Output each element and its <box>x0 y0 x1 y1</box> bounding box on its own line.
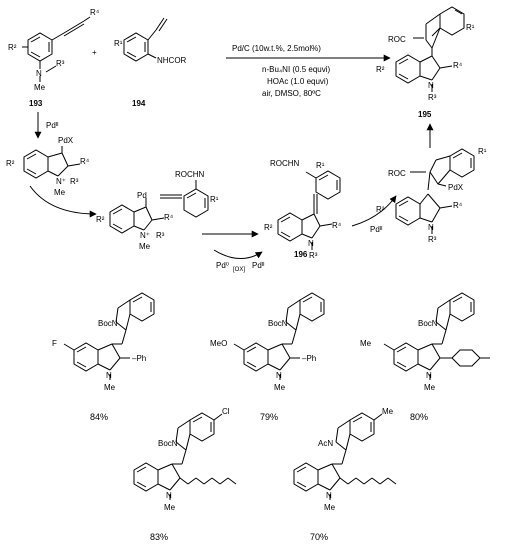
n-methyl-label: Me <box>324 503 336 512</box>
n-label: N <box>426 371 432 380</box>
n-methyl-label: Me <box>104 383 116 392</box>
rochn-label: ROCHN <box>270 159 300 168</box>
protecting-group-label: BocN <box>418 319 438 328</box>
yield-label: 83% <box>150 532 168 542</box>
r2-label: R² <box>264 223 273 232</box>
r4-label: R⁴ <box>90 8 100 17</box>
compound-196-structure <box>277 170 341 250</box>
r1-label: R¹ <box>478 147 487 156</box>
ring-substituent-label: F <box>52 339 57 348</box>
r4-label: R⁴ <box>164 213 174 222</box>
r1-label: R¹ <box>466 23 475 32</box>
cyclization-arrow <box>351 195 397 227</box>
n-label: N <box>428 223 434 232</box>
r2-label: R² <box>376 205 385 214</box>
example-product: BocN N Me –Ph MeO 79% <box>210 292 325 422</box>
r4-label: R⁴ <box>332 221 342 230</box>
substrate-scope: BocNNMe–PhF84%BocNNMe–PhMeO79%BocNNMeMe8… <box>52 292 490 542</box>
condition-solvent: air, DMSO, 80ºC <box>262 89 321 98</box>
r3-label: R³ <box>428 235 437 244</box>
yield-label: 84% <box>90 412 108 422</box>
yield-label: 79% <box>260 412 278 422</box>
r3-label: R³ <box>70 177 79 186</box>
pd-label: Pd <box>137 191 147 200</box>
condition-catalyst: Pd/C (10w.t.%, 2.5mol%) <box>232 44 321 53</box>
pd-ii-label: Pdᴵᴵ <box>370 225 382 234</box>
n-methyl-label: Me <box>274 383 286 392</box>
condition-acid: HOAc (1.0 equvi) <box>267 77 329 86</box>
pdx-label: PdX <box>58 136 74 145</box>
r1-label: R¹ <box>316 161 325 170</box>
r2-label: R² <box>6 159 15 168</box>
r3-label: R³ <box>428 93 437 102</box>
ring-substituent-label: Me <box>360 339 372 348</box>
compound-193-structure <box>22 16 91 82</box>
r1-label: R¹ <box>114 39 123 48</box>
example-product: BocN ClN Me 83% <box>133 407 237 542</box>
pdx-label: PdX <box>448 183 464 192</box>
r2-label: R² <box>8 43 17 52</box>
r3-label: R³ <box>156 231 165 240</box>
n-plus-label: N⁺ <box>56 177 66 186</box>
me-label: Me <box>34 83 46 92</box>
n-label: N <box>428 81 434 90</box>
r4-label: R⁴ <box>453 201 463 210</box>
protecting-group-label: BocN <box>268 319 288 328</box>
pd-ii-label: Pdᴵᴵ <box>46 121 58 130</box>
pd-ii-label: Pdᴵᴵ <box>252 261 264 270</box>
r2-label: R² <box>376 65 385 74</box>
substituent-label: Me <box>382 407 394 416</box>
n-methyl-label: Me <box>424 383 436 392</box>
r3-label: R³ <box>56 59 65 68</box>
r3-label: R³ <box>309 251 318 260</box>
n-label: N <box>276 371 282 380</box>
ox-label: [OX] <box>233 267 245 273</box>
r4-label: R⁴ <box>453 61 463 70</box>
r1-label: R¹ <box>210 195 219 204</box>
n-plus-label: N⁺ <box>140 231 150 240</box>
compound-number-195: 195 <box>418 110 432 119</box>
yield-label: 80% <box>410 412 428 422</box>
intermediate-n-pdx <box>395 148 475 234</box>
condition-additive: n-Bu₄NI (0.5 equvi) <box>262 65 331 74</box>
substituent-label: Cl <box>222 407 230 416</box>
n-methyl-label: Me <box>164 503 176 512</box>
pd0-label: Pd⁰ <box>216 261 229 270</box>
r2-label: R² <box>96 215 105 224</box>
rochn-label: ROCHN <box>175 170 205 179</box>
n-label: N <box>308 239 314 248</box>
n-label: N <box>106 371 112 380</box>
transmetalation-arrow <box>29 185 97 218</box>
nhcor-label: NHCOR <box>157 56 187 65</box>
me-label: Me <box>139 242 151 251</box>
n-label: N <box>326 491 332 500</box>
protecting-group-label: AcN <box>318 439 333 448</box>
pd-reoxidation-arrow <box>213 249 263 259</box>
intermediate-pd-alkynyl <box>109 180 209 234</box>
ring-substituent-label: MeO <box>210 339 227 348</box>
example-product: BocN N Me –Ph F 84% <box>52 292 155 422</box>
c2-substituent-label: –Ph <box>302 354 316 363</box>
compound-number-193: 193 <box>29 99 43 108</box>
plus-sign: + <box>92 48 97 57</box>
compound-number-194: 194 <box>132 99 146 108</box>
compound-195-structure <box>395 6 465 92</box>
compound-194-structure <box>123 17 168 62</box>
intermediate-pdx-indolium <box>23 146 81 179</box>
me-label: Me <box>54 188 66 197</box>
c2-substituent-label: –Ph <box>132 354 146 363</box>
roc-label: ROC <box>388 35 406 44</box>
protecting-group-label: BocN <box>158 439 178 448</box>
protecting-group-label: BocN <box>98 319 118 328</box>
n-label: N <box>36 69 42 78</box>
roc-label: ROC <box>388 169 406 178</box>
compound-number-196: 196 <box>294 250 308 259</box>
n-label: N <box>166 491 172 500</box>
r4-label: R⁴ <box>80 157 90 166</box>
yield-label: 70% <box>310 532 328 542</box>
